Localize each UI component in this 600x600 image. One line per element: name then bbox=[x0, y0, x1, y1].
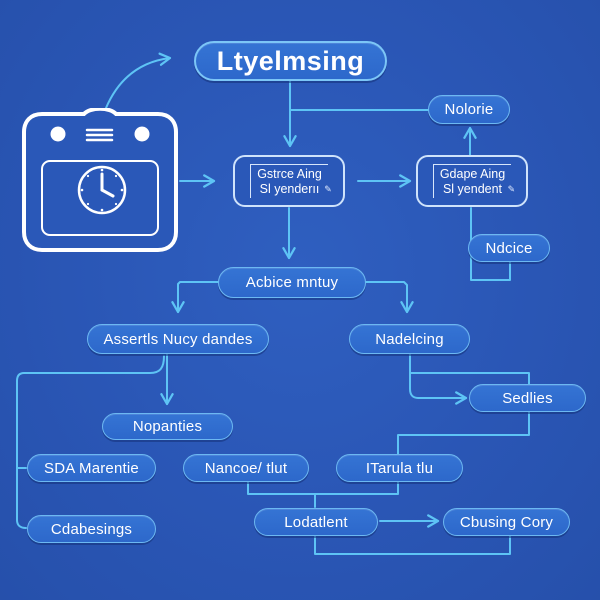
node-nadelcing[interactable]: Nadelcing bbox=[349, 324, 470, 354]
node-sda-marentie[interactable]: SDA Marentie bbox=[27, 454, 156, 482]
connector-nancoe-itarula-merge bbox=[247, 480, 399, 495]
card-left-text: Gstrce Aing Sl yenderıı ✎ bbox=[250, 164, 332, 198]
node-nopanties-label: Nopanties bbox=[132, 418, 203, 435]
diagram-title-label: Ltyelmsing bbox=[216, 45, 365, 76]
node-nolorie[interactable]: Nolorie bbox=[428, 95, 510, 124]
node-cdabesings-label: Cdabesings bbox=[50, 520, 133, 538]
card-right-line1: Gdape Aing bbox=[439, 167, 506, 181]
node-assertls-label: Assertls Nucy dandes bbox=[103, 330, 253, 348]
node-cbusing-label: Cbusing Cory bbox=[459, 513, 554, 531]
node-nolorie-label: Nolorie bbox=[444, 101, 494, 118]
node-cdabesings[interactable]: Cdabesings bbox=[27, 515, 156, 543]
card-right-line2: Sl yendent bbox=[442, 182, 503, 196]
clock-icon bbox=[77, 165, 127, 215]
node-acbice-label: Acbice mntuy bbox=[245, 274, 339, 291]
node-sedlies[interactable]: Sedlies bbox=[469, 384, 586, 412]
node-itarula-label: ITarula tlu bbox=[365, 459, 434, 477]
node-itarula-tlu[interactable]: ITarula tlu bbox=[336, 454, 463, 482]
diagram-title[interactable]: Ltyelmsing bbox=[194, 41, 387, 81]
pencil-icon: ✎ bbox=[324, 184, 332, 194]
timer-device-icon bbox=[22, 106, 178, 252]
card-left-line1: Gstrce Aing bbox=[257, 167, 322, 181]
card-right-text: Gdape Aing Sl yendent ✎ bbox=[432, 164, 515, 198]
node-sedlies-label: Sedlies bbox=[502, 389, 553, 407]
node-ndcice-label: Ndcice bbox=[485, 239, 533, 257]
connector-device-to-title bbox=[105, 52, 172, 109]
node-lodatlent-label: Lodatlent bbox=[284, 513, 348, 531]
card-right[interactable]: Gdape Aing Sl yendent ✎ bbox=[416, 155, 528, 207]
card-left-line2: Sl yenderıı bbox=[259, 182, 320, 196]
node-nadelcing-label: Nadelcing bbox=[375, 330, 444, 348]
node-acbice-mntuy[interactable]: Acbice mntuy bbox=[218, 267, 366, 298]
pencil-icon: ✎ bbox=[507, 184, 516, 194]
node-cbusing-cory[interactable]: Cbusing Cory bbox=[443, 508, 570, 536]
node-ndcice[interactable]: Ndcice bbox=[468, 234, 550, 262]
node-nancoe-label: Nancoe/ tlut bbox=[204, 459, 288, 477]
connector-acbice-to-assertls bbox=[171, 281, 219, 314]
node-sda-label: SDA Marentie bbox=[44, 459, 139, 477]
connector-nadelcing-branch bbox=[409, 372, 530, 385]
node-lodatlent[interactable]: Lodatlent bbox=[254, 508, 378, 536]
node-nancoe-tlut[interactable]: Nancoe/ tlut bbox=[183, 454, 309, 482]
connector-assertls-to-left-bracket bbox=[16, 355, 165, 529]
node-nopanties[interactable]: Nopanties bbox=[102, 413, 233, 440]
card-left[interactable]: Gstrce Aing Sl yenderıı ✎ bbox=[233, 155, 345, 207]
node-assertls-nucy-dandes[interactable]: Assertls Nucy dandes bbox=[87, 324, 269, 354]
device-dot-left bbox=[50, 126, 66, 142]
device-dot-right bbox=[134, 126, 150, 142]
connector-nadelcing-to-sedlies bbox=[409, 354, 468, 405]
menu-lines-icon bbox=[85, 128, 114, 142]
connector-sedlies-to-itarula bbox=[397, 411, 530, 456]
connector-acbice-to-nadelcing bbox=[365, 281, 414, 314]
connector-bottom-loop bbox=[314, 535, 511, 555]
